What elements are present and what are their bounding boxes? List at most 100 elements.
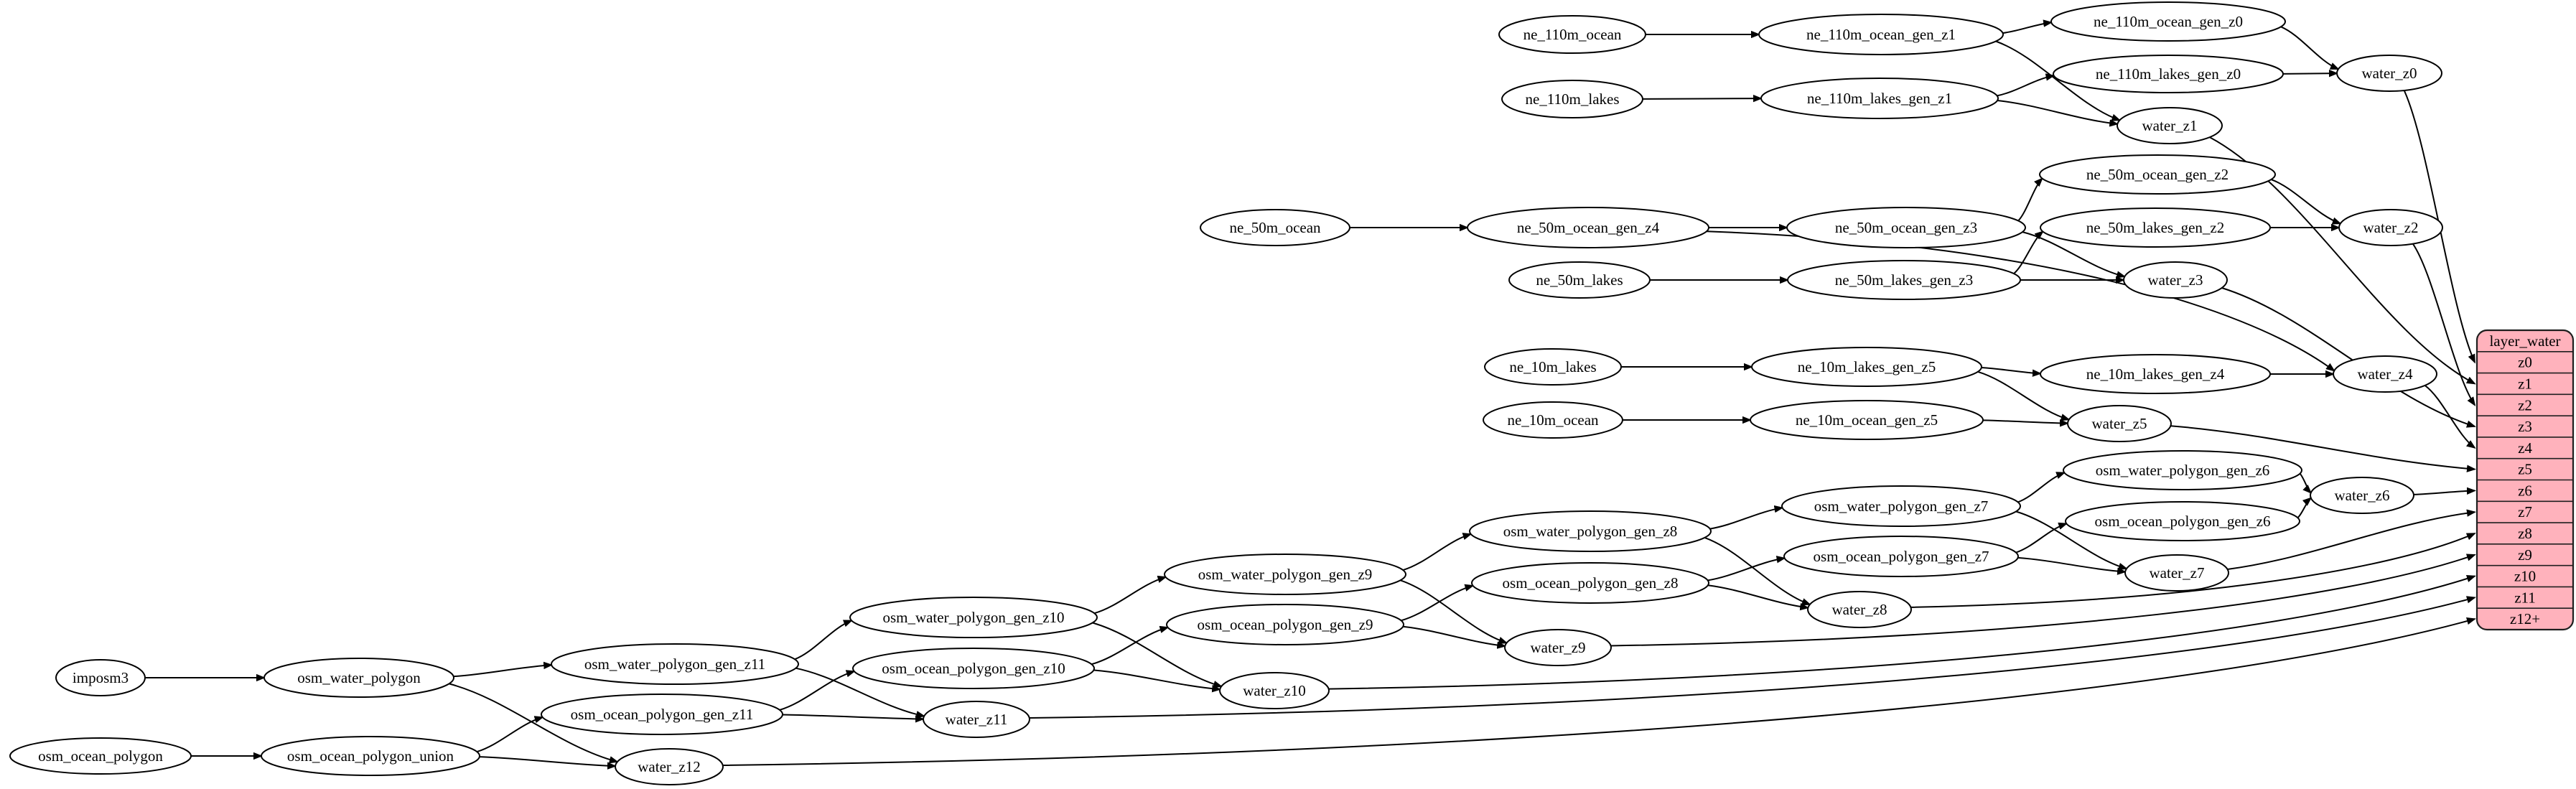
edge-osm_water_polygon_gen_z6-to-water_z6 [2299, 473, 2313, 494]
node-label-osm_ocean_polygon_union: osm_ocean_polygon_union [287, 747, 454, 765]
node-label-osm_ocean_polygon_gen_z6: osm_ocean_polygon_gen_z6 [2095, 513, 2271, 530]
node-label-ne_110m_lakes_gen_z0: ne_110m_lakes_gen_z0 [2096, 65, 2241, 83]
node-label-water_z9: water_z9 [1531, 639, 1586, 656]
node-label-water_z10: water_z10 [1243, 682, 1305, 699]
node-ne_50m_ocean_gen_z4: ne_50m_ocean_gen_z4 [1467, 207, 1709, 248]
node-ne_10m_lakes_gen_z4: ne_10m_lakes_gen_z4 [2040, 354, 2271, 394]
edge-osm_water_polygon_gen_z9-to-water_z9 [1400, 579, 1508, 644]
edge-water_z4-to-row-z4 [2425, 385, 2476, 449]
node-ne_50m_ocean_gen_z2: ne_50m_ocean_gen_z2 [2039, 154, 2276, 195]
edge-osm_ocean_polygon_gen_z7-to-water_z7 [2017, 556, 2127, 575]
edge-osm_ocean_polygon_union-to-osm_ocean_polygon_gen_z11 [477, 716, 544, 753]
node-imposm3: imposm3 [55, 659, 146, 696]
node-osm_water_polygon_gen_z6: osm_water_polygon_gen_z6 [2063, 450, 2302, 490]
node-ellipse-osm_ocean_polygon_gen_z10 [852, 648, 1095, 689]
edge-osm_ocean_polygon_gen_z11-to-water_z11 [782, 714, 925, 723]
node-ellipse-water_z10 [1219, 672, 1330, 709]
edge-water_z9-to-row-z9 [1610, 554, 2476, 647]
node-label-osm_water_polygon_gen_z10: osm_water_polygon_gen_z10 [882, 609, 1064, 626]
node-ellipse-water_z11 [923, 701, 1030, 738]
node-label-osm_water_polygon_gen_z9: osm_water_polygon_gen_z9 [1198, 566, 1373, 583]
node-label-osm_ocean_polygon: osm_ocean_polygon [38, 747, 163, 765]
node-ne_110m_lakes_gen_z0: ne_110m_lakes_gen_z0 [2053, 55, 2284, 93]
node-ellipse-water_z1 [2117, 107, 2223, 144]
node-water_z3: water_z3 [2123, 261, 2228, 299]
node-ellipse-ne_50m_ocean_gen_z3 [1786, 207, 2026, 248]
edge-osm_water_polygon_gen_z11-to-osm_water_polygon_gen_z10 [794, 620, 853, 660]
layer-water-row-z1: z1 [2518, 375, 2532, 392]
edge-water_z10-to-row-z10 [1328, 574, 2476, 690]
edge-osm_water_polygon_gen_z10-to-osm_water_polygon_gen_z9 [1094, 575, 1167, 615]
layer-water-row-z11: z11 [2514, 589, 2536, 606]
node-ellipse-water_z7 [2124, 554, 2229, 592]
node-ellipse-water_z0 [2336, 55, 2442, 92]
node-ellipse-osm_ocean_polygon_gen_z9 [1166, 604, 1404, 645]
node-ellipse-ne_10m_lakes_gen_z5 [1751, 347, 1982, 387]
node-ellipse-ne_50m_ocean_gen_z2 [2039, 154, 2276, 195]
node-ellipse-water_z6 [2310, 477, 2414, 514]
node-ellipse-imposm3 [55, 659, 146, 696]
node-label-ne_10m_lakes_gen_z4: ne_10m_lakes_gen_z4 [2086, 365, 2225, 383]
node-ne_50m_lakes: ne_50m_lakes [1508, 261, 1651, 299]
node-ellipse-osm_water_polygon_gen_z6 [2063, 450, 2302, 490]
node-ne_10m_lakes_gen_z5: ne_10m_lakes_gen_z5 [1751, 347, 1982, 387]
node-osm_ocean_polygon_gen_z6: osm_ocean_polygon_gen_z6 [2065, 501, 2300, 541]
layer-water-row-z0: z0 [2518, 354, 2532, 371]
node-label-ne_110m_ocean_gen_z1: ne_110m_ocean_gen_z1 [1806, 26, 1956, 43]
layer-water-row-z4: z4 [2518, 439, 2532, 457]
node-ellipse-osm_ocean_polygon_gen_z7 [1783, 536, 2019, 577]
node-water_z4: water_z4 [2333, 355, 2437, 393]
node-ellipse-osm_water_polygon_gen_z11 [551, 643, 799, 685]
layer-water-table-header: layer_water [2489, 332, 2560, 350]
edge-water_z11-to-row-z11 [1029, 596, 2476, 719]
node-osm_ocean_polygon_gen_z11: osm_ocean_polygon_gen_z11 [541, 694, 783, 735]
node-water_z5: water_z5 [2067, 405, 2172, 442]
node-label-ne_10m_ocean_gen_z5: ne_10m_ocean_gen_z5 [1796, 411, 1938, 429]
edge-water_z12-to-row-z12- [722, 617, 2476, 766]
edge-osm_water_polygon-to-water_z12 [449, 683, 619, 764]
node-ellipse-osm_water_polygon_gen_z7 [1781, 485, 2021, 527]
node-label-water_z6: water_z6 [2335, 487, 2390, 504]
node-label-osm_water_polygon_gen_z11: osm_water_polygon_gen_z11 [584, 655, 765, 673]
edge-osm_ocean_polygon_union-to-water_z12 [479, 756, 617, 770]
node-label-water_z12: water_z12 [638, 758, 700, 775]
node-osm_ocean_polygon_gen_z10: osm_ocean_polygon_gen_z10 [852, 648, 1095, 689]
edge-osm_water_polygon_gen_z7-to-osm_water_polygon_gen_z6 [2017, 472, 2066, 503]
node-ellipse-osm_water_polygon [263, 658, 454, 698]
node-water_z0: water_z0 [2336, 55, 2442, 92]
edge-osm_water_polygon_gen_z8-to-water_z8 [1704, 536, 1811, 606]
edge-osm_ocean_polygon_gen_z9-to-water_z9 [1403, 625, 1507, 649]
node-label-ne_110m_lakes: ne_110m_lakes [1525, 90, 1619, 108]
node-label-water_z7: water_z7 [2150, 564, 2205, 582]
node-water_z9: water_z9 [1504, 629, 1612, 666]
edge-osm_ocean_polygon_gen_z8-to-water_z8 [1707, 584, 1810, 611]
node-ellipse-ne_50m_lakes_gen_z3 [1787, 260, 2021, 300]
edge-ne_110m_ocean_gen_z0-to-water_z0 [2280, 26, 2340, 70]
edge-water_z5-to-row-z5 [2170, 425, 2476, 472]
node-label-water_z4: water_z4 [2358, 365, 2413, 383]
node-water_z11: water_z11 [923, 701, 1030, 738]
node-label-ne_50m_ocean: ne_50m_ocean [1229, 219, 1321, 236]
layer-water-row-z9: z9 [2518, 546, 2532, 564]
node-ne_110m_lakes: ne_110m_lakes [1501, 80, 1643, 118]
node-ellipse-water_z3 [2123, 261, 2228, 299]
node-osm_ocean_polygon_gen_z7: osm_ocean_polygon_gen_z7 [1783, 536, 2019, 577]
node-label-osm_ocean_polygon_gen_z7: osm_ocean_polygon_gen_z7 [1814, 548, 1989, 565]
node-label-ne_10m_lakes_gen_z5: ne_10m_lakes_gen_z5 [1798, 358, 1936, 375]
node-label-ne_50m_lakes_gen_z2: ne_50m_lakes_gen_z2 [2086, 219, 2224, 236]
node-label-osm_water_polygon_gen_z6: osm_water_polygon_gen_z6 [2096, 462, 2270, 479]
node-osm_water_polygon_gen_z10: osm_water_polygon_gen_z10 [849, 597, 1098, 638]
node-label-water_z5: water_z5 [2092, 415, 2147, 432]
node-osm_ocean_polygon_union: osm_ocean_polygon_union [261, 736, 480, 776]
node-label-osm_water_polygon: osm_water_polygon [297, 669, 421, 686]
node-ne_50m_ocean: ne_50m_ocean [1200, 209, 1350, 246]
node-osm_ocean_polygon: osm_ocean_polygon [9, 737, 192, 775]
edge-osm_ocean_polygon_gen_z7-to-osm_ocean_polygon_gen_z6 [2015, 522, 2068, 554]
layer-water-row-z8: z8 [2518, 525, 2532, 542]
node-water_z1: water_z1 [2117, 107, 2223, 144]
node-ellipse-ne_110m_ocean [1498, 15, 1646, 54]
node-ellipse-ne_110m_ocean_gen_z0 [2050, 1, 2286, 42]
node-label-water_z11: water_z11 [946, 711, 1008, 728]
node-ellipse-ne_110m_ocean_gen_z1 [1758, 14, 2004, 55]
edge-water_z3-to-row-z3 [2221, 287, 2476, 428]
